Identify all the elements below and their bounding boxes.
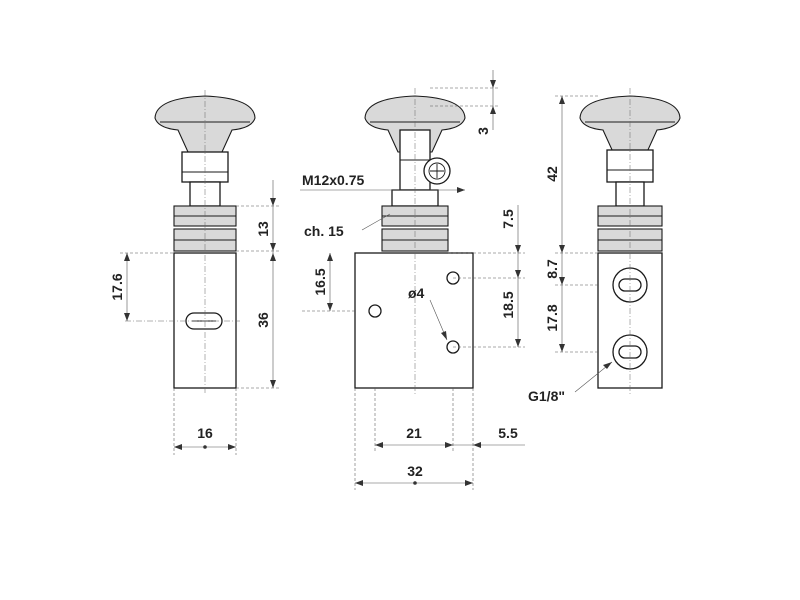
dim-5-5: 5.5 (498, 425, 518, 441)
left-view (125, 90, 256, 395)
right-view (579, 88, 681, 395)
port-thread-label: G1/8" (528, 388, 565, 404)
thread-label: M12x0.75 (302, 172, 364, 188)
dim-21: 21 (406, 425, 422, 441)
hole-left (368, 304, 382, 318)
dim-42: 42 (544, 166, 560, 182)
dim-8-7: 8.7 (544, 259, 560, 279)
dim-3: 3 (475, 127, 491, 135)
wrench-size-label: ch. 15 (304, 223, 344, 239)
dim-16-5: 16.5 (312, 268, 328, 295)
dim-18-5: 18.5 (500, 291, 516, 318)
dim-16: 16 (197, 425, 213, 441)
dim-13: 13 (255, 221, 271, 237)
dim-17-6: 17.6 (109, 273, 125, 300)
dim-17-8: 17.8 (544, 304, 560, 331)
dim-7-5: 7.5 (500, 209, 516, 229)
middle-view (354, 88, 474, 395)
hole-diameter-label: ø4 (408, 285, 425, 301)
dim-32: 32 (407, 463, 423, 479)
arrowheads (124, 80, 612, 486)
dim-36: 36 (255, 312, 271, 328)
dimension-labels: 13 36 17.6 16 3 M12x0.75 ch. 15 7.5 16.5… (109, 127, 565, 479)
